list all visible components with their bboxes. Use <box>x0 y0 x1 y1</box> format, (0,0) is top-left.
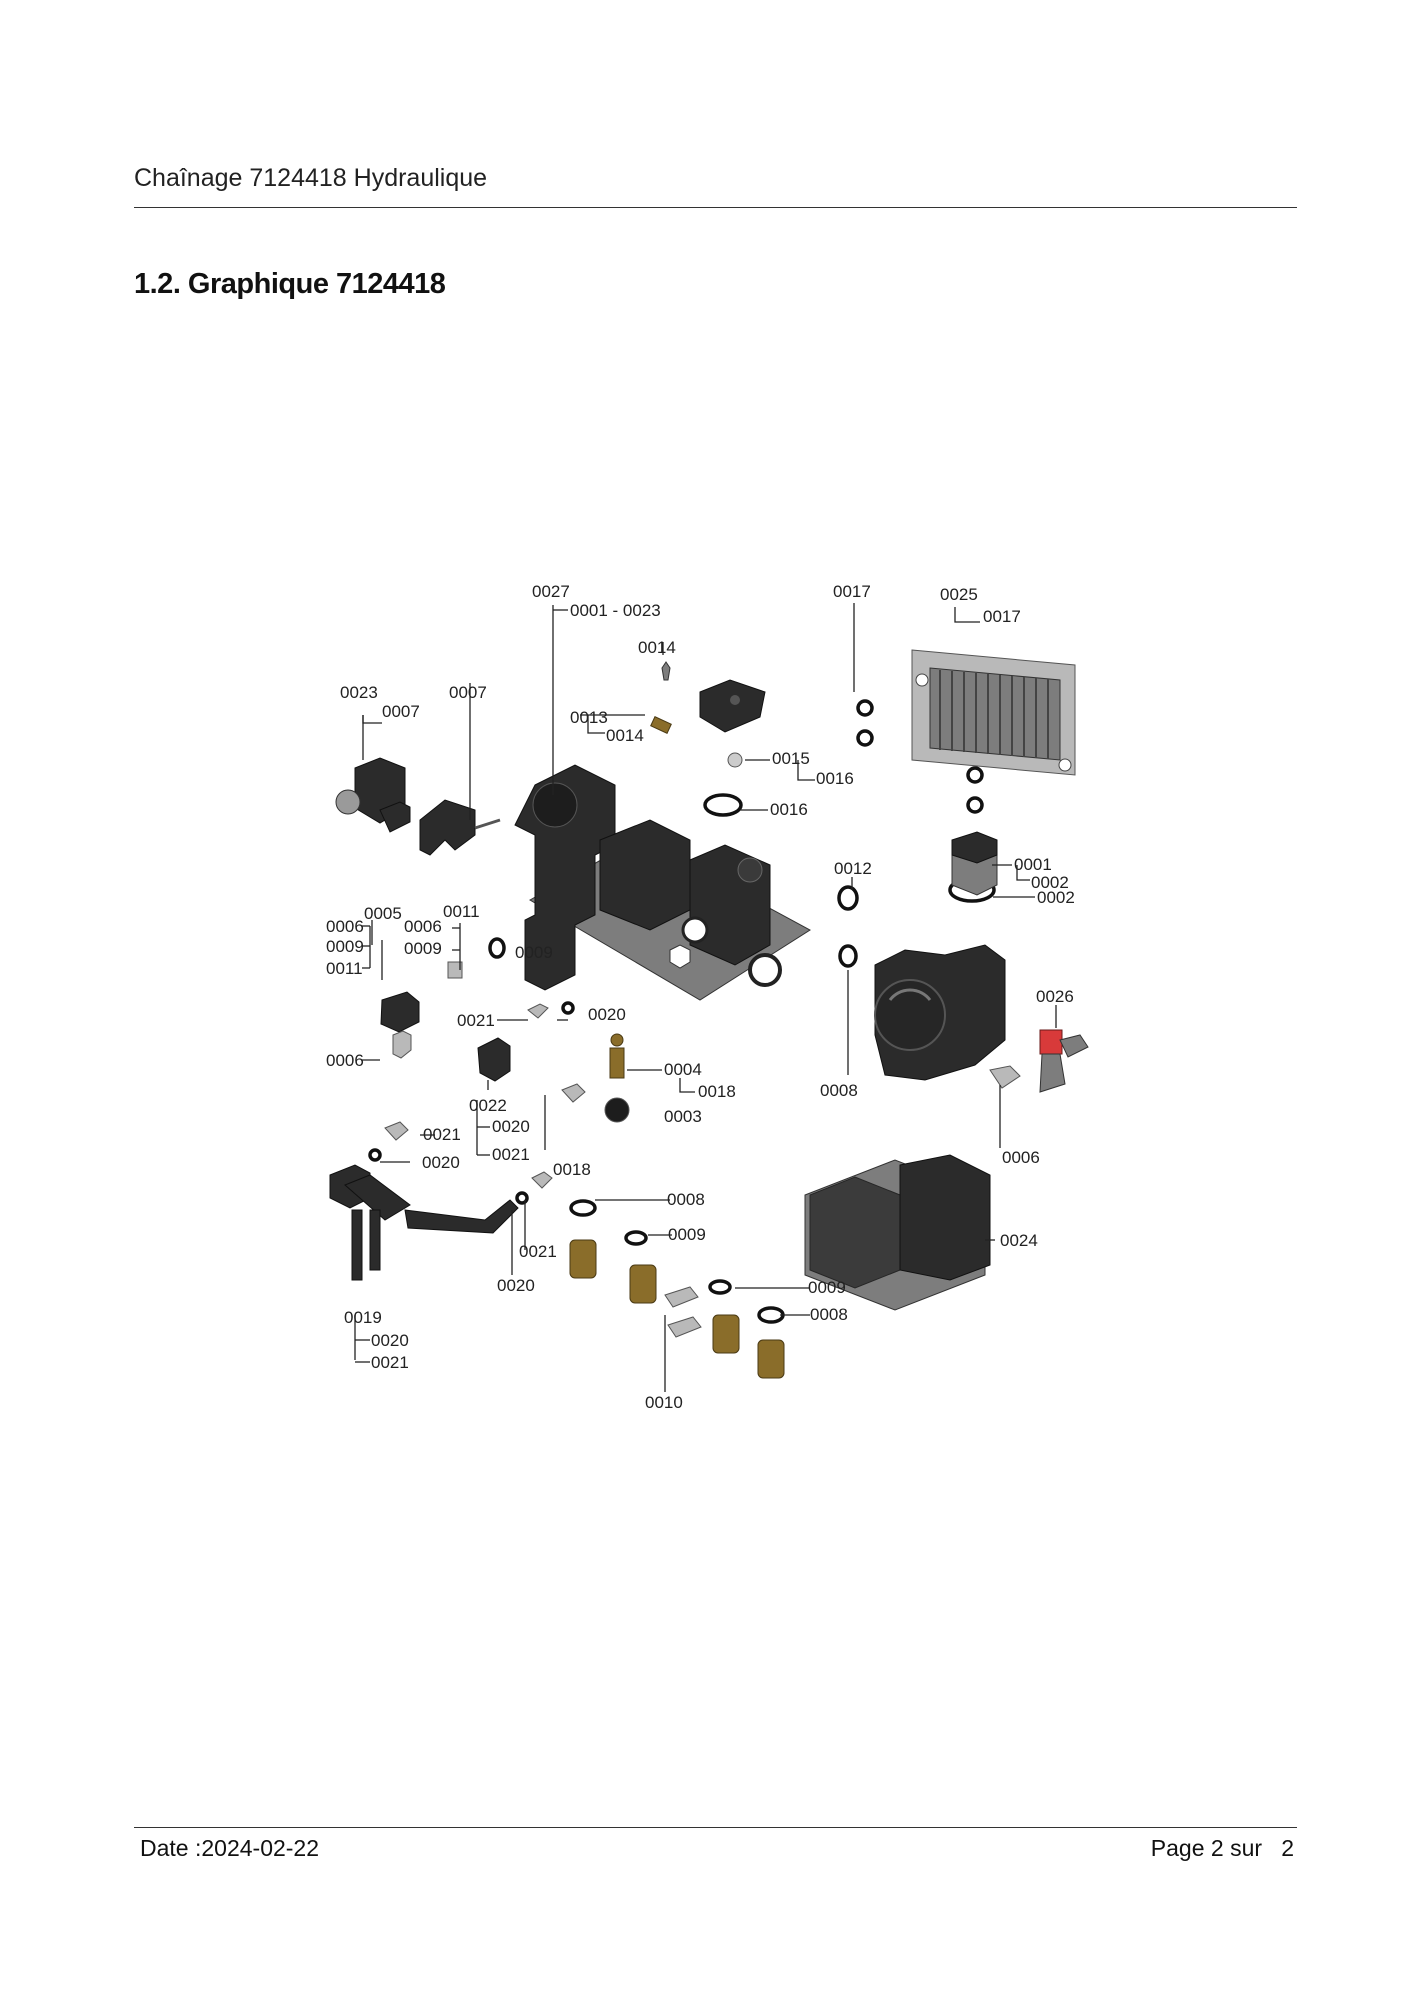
callout-label: 0001 - 0023 <box>570 601 661 620</box>
callout-label: 0019 <box>344 1308 382 1327</box>
callout-label: 0017 <box>833 582 871 601</box>
callout-label: 0023 <box>340 683 378 702</box>
section-title: 1.2. Graphique 7124418 <box>134 268 446 300</box>
brass-fittings-drawing <box>569 1239 785 1379</box>
callout-label: 0026 <box>1036 987 1074 1006</box>
heat-exchanger-drawing <box>911 649 1076 776</box>
callout-label: 0020 <box>371 1331 409 1350</box>
leader-lines <box>354 603 1057 1392</box>
callout-label: 0018 <box>553 1160 591 1179</box>
callout-label: 0006 <box>404 917 442 936</box>
callout-label: 0020 <box>588 1005 626 1024</box>
callout-label: 0010 <box>645 1393 683 1412</box>
callout-label: 0016 <box>770 800 808 819</box>
header-divider <box>134 207 1297 208</box>
callout-label: 0001 <box>1014 855 1052 874</box>
callout-label: 0002 <box>1037 888 1075 907</box>
callout-label: 0012 <box>834 859 872 878</box>
callout-label: 0020 <box>492 1117 530 1136</box>
callout-label: 0008 <box>810 1305 848 1324</box>
callout-label: 0009 <box>404 939 442 958</box>
callout-label: 0017 <box>983 607 1021 626</box>
hydraulic-block-drawing <box>514 764 811 1001</box>
callout-label: 0009 <box>668 1225 706 1244</box>
pump-motor-drawing <box>804 1154 991 1311</box>
callout-label: 0004 <box>664 1060 702 1079</box>
callout-label: 0007 <box>449 683 487 702</box>
callout-label: 0005 <box>364 904 402 923</box>
callout-label: 0021 <box>423 1125 461 1144</box>
pump-volute-drawing <box>874 944 1006 1081</box>
callout-label: 0021 <box>492 1145 530 1164</box>
callout-label: 0021 <box>371 1353 409 1372</box>
callout-label: 0006 <box>326 917 364 936</box>
callout-label: 0020 <box>422 1153 460 1172</box>
footer-page-number: Page 2 sur 2 <box>1150 1835 1294 1861</box>
callout-label: 0007 <box>382 702 420 721</box>
callout-label: 0020 <box>497 1276 535 1295</box>
callout-label: 0006 <box>1002 1148 1040 1167</box>
diverter-valve-drawing <box>329 1164 519 1281</box>
callout-label: 0014 <box>638 638 676 657</box>
callout-label: 0011 <box>443 902 480 921</box>
callout-label: 0013 <box>570 708 608 727</box>
callout-label: 0018 <box>698 1082 736 1101</box>
footer-divider <box>134 1827 1297 1828</box>
callout-label: 0002 <box>1031 873 1069 892</box>
callout-label: 0022 <box>469 1096 507 1115</box>
callout-label: 0009 <box>808 1278 846 1297</box>
callout-label: 0008 <box>820 1081 858 1100</box>
callout-label: 0025 <box>940 585 978 604</box>
callout-label: 0016 <box>816 769 854 788</box>
callout-label: 0006 <box>326 1051 364 1070</box>
callout-label: 0011 <box>326 959 363 978</box>
callout-label: 0008 <box>667 1190 705 1209</box>
callout-label: 0014 <box>606 726 644 745</box>
callout-labels: 0027 0001 - 0023 0014 0013 0014 0017 002… <box>326 582 1075 1412</box>
callout-label: 0027 <box>532 582 570 601</box>
callout-label: 0024 <box>1000 1231 1038 1250</box>
motor-valve-drawing <box>335 757 411 833</box>
exploded-parts-diagram: 0027 0001 - 0023 0014 0013 0014 0017 002… <box>326 582 1089 1412</box>
callout-label: 0015 <box>772 749 810 768</box>
callout-label: 0009 <box>515 943 553 962</box>
callout-label: 0021 <box>457 1011 495 1030</box>
callout-label: 0021 <box>519 1242 557 1261</box>
callout-label: 0003 <box>664 1107 702 1126</box>
footer-date: Date :2024-02-22 <box>140 1835 320 1861</box>
callout-label: 0009 <box>326 937 364 956</box>
document-header-title: Chaînage 7124418 Hydraulique <box>134 164 488 192</box>
